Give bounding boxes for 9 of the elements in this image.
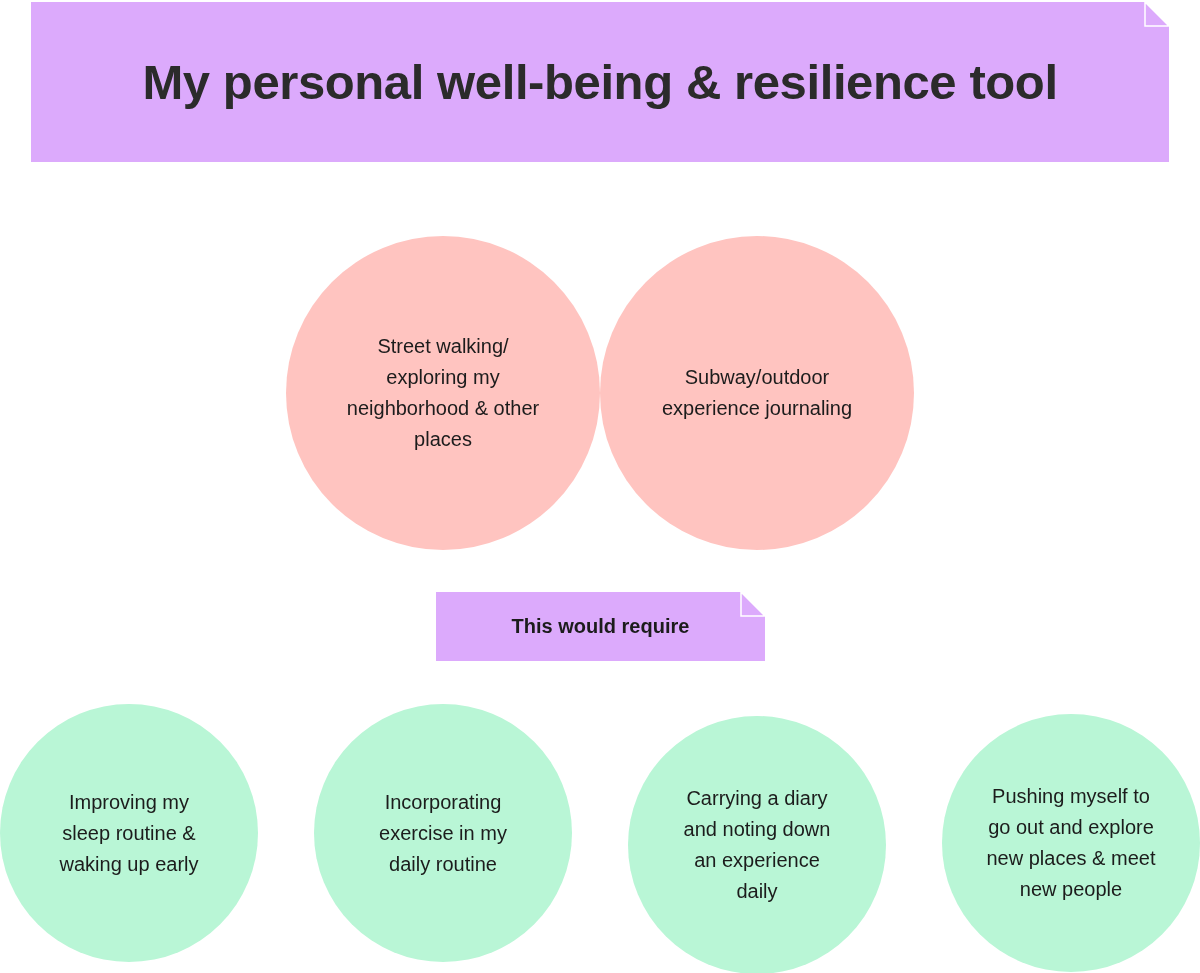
- node-text: Improving my sleep routine & waking up early: [58, 789, 200, 877]
- node-text: Pushing myself to go out and explore new places & meet new people: [985, 784, 1157, 902]
- node-text: Subway/outdoor experience journaling: [660, 365, 854, 421]
- node-text: This would require: [510, 614, 691, 639]
- node-text: Street walking/ exploring my neighborhood & other places: [345, 334, 541, 452]
- node-text: Incorporating exercise in my daily routine: [378, 789, 508, 877]
- diagram-title: My personal well-being & resilience tool: [141, 54, 1059, 110]
- node-text: Carrying a diary and noting down an experience daily: [682, 786, 832, 904]
- sticky-note: [436, 592, 765, 661]
